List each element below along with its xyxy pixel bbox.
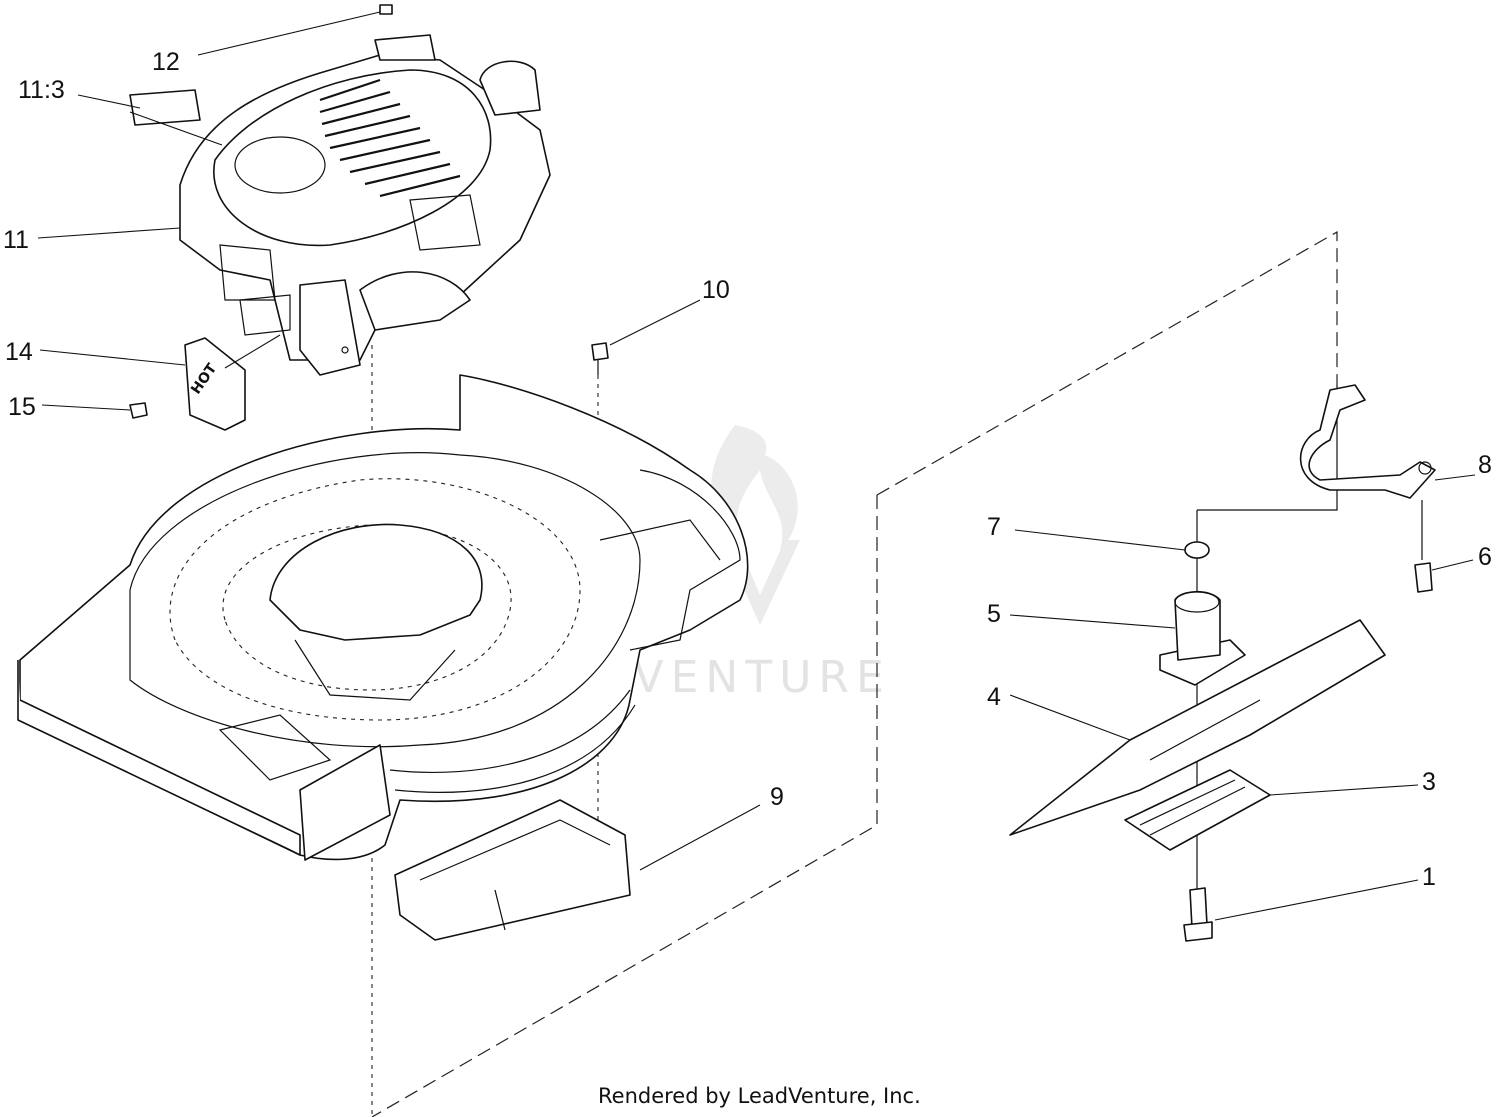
assembly-boundary: [371, 230, 1338, 1117]
callout-11: 11: [3, 226, 29, 254]
washer-7: [1184, 541, 1210, 559]
engine: [179, 34, 551, 376]
blade-adapter: [394, 799, 631, 941]
callout-1: 1: [1422, 863, 1436, 891]
bolt-12: [379, 4, 393, 15]
blade-bolt: [1183, 887, 1213, 942]
decal: [129, 89, 201, 126]
mower-deck: [17, 374, 749, 861]
leader-lines: [37, 11, 1476, 921]
callout-5: 5: [987, 600, 1001, 628]
callout-9: 9: [770, 783, 784, 811]
bolt-10: [591, 342, 609, 375]
blade-stiffener: [1124, 769, 1271, 851]
callout-6: 6: [1478, 543, 1492, 571]
engine-cover-grill: [319, 78, 461, 198]
heat-shield: HOT: [184, 337, 246, 431]
callout-7: 7: [987, 513, 1001, 541]
blade-adapter-hub: [1159, 590, 1246, 686]
bolt-6: [1414, 562, 1433, 593]
callout-3: 3: [1422, 768, 1436, 796]
bracket-line: [1197, 385, 1338, 511]
blade-bracket: [1299, 384, 1436, 499]
callout-10: 10: [702, 276, 730, 304]
callout-14: 14: [5, 338, 33, 366]
callout-11-3: 11:3: [18, 76, 65, 104]
callout-8: 8: [1478, 451, 1492, 479]
callout-12: 12: [152, 48, 180, 76]
footer-credit: Rendered by LeadVenture, Inc.: [598, 1084, 921, 1108]
screw-15: [129, 402, 148, 419]
callout-15: 15: [8, 393, 36, 421]
callout-4: 4: [987, 683, 1001, 711]
